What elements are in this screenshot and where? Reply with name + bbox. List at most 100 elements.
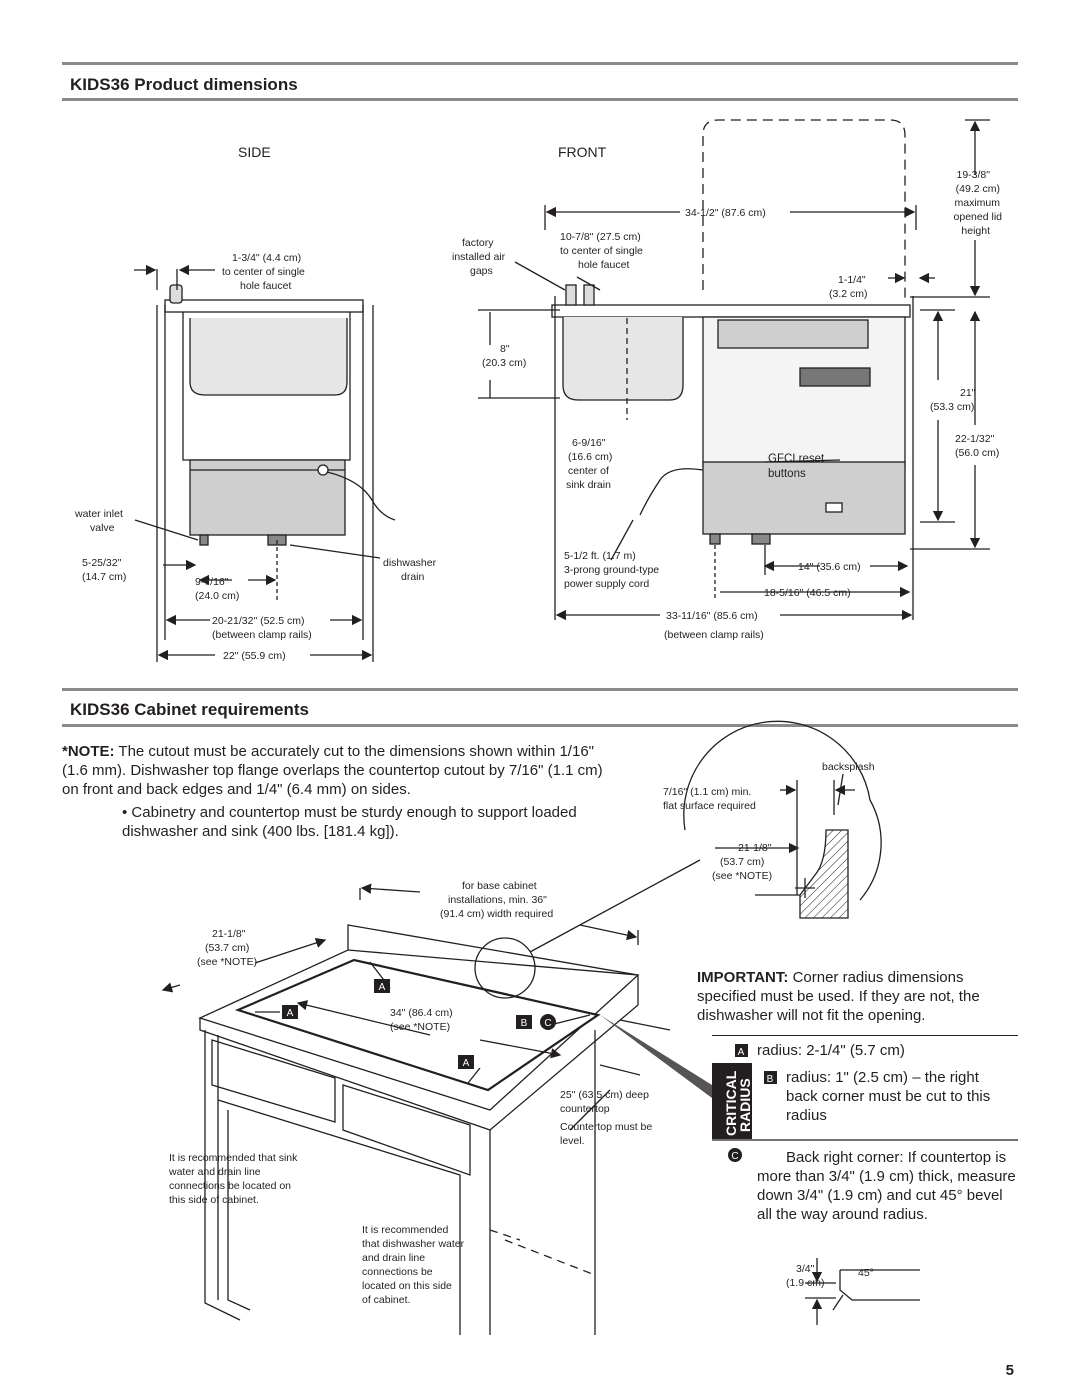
svg-text:water and drain line: water and drain line [168,1166,261,1178]
svg-text:maximum: maximum [954,197,1000,209]
svg-text:connections be: connections be [362,1266,433,1278]
top-rule [62,62,1018,65]
radius-a-text: radius: 2-1/4" (5.7 cm) [757,1042,905,1059]
svg-text:backsplash: backsplash [822,761,875,773]
svg-text:20-21/32" (52.5 cm): 20-21/32" (52.5 cm) [212,615,304,627]
svg-text:that dishwasher water: that dishwasher water [362,1238,465,1250]
svg-text:factory: factory [462,237,494,249]
svg-text:1-1/4": 1-1/4" [838,274,866,286]
svg-text:21": 21" [960,387,976,399]
svg-text:and drain line: and drain line [362,1252,425,1264]
svg-text:of cabinet.: of cabinet. [362,1294,410,1306]
svg-text:(see *NOTE): (see *NOTE) [197,956,257,968]
front-view-drawing [478,119,990,621]
corner-detail-drawing [683,720,882,919]
svg-text:(14.7 cm): (14.7 cm) [82,571,126,583]
svg-text:level.: level. [560,1135,585,1147]
svg-text:(56.0 cm): (56.0 cm) [955,447,999,459]
svg-text:(91.4 cm) width required: (91.4 cm) width required [440,908,553,920]
svg-text:(between clamp rails): (between clamp rails) [664,629,764,641]
svg-text:drain: drain [401,571,425,583]
svg-text:(53.3 cm): (53.3 cm) [930,401,974,413]
svg-text:21-1/8": 21-1/8" [738,842,772,854]
svg-text:8": 8" [500,343,510,355]
svg-text:gaps: gaps [470,265,493,277]
marker-c-key [728,1148,742,1162]
svg-text:21-1/8": 21-1/8" [212,928,246,940]
svg-text:14" (35.6 cm): 14" (35.6 cm) [798,561,861,573]
marker-c [540,1014,556,1030]
svg-text:connections be located on: connections be located on [169,1180,291,1192]
svg-text:SIDE: SIDE [238,144,271,160]
svg-text:water inlet: water inlet [74,508,123,520]
svg-text:A: A [379,982,386,993]
svg-text:height: height [961,225,990,237]
svg-text:center of: center of [568,465,609,477]
diagram-labels: SIDE FRONT 19-3/8" (49.2 cm) maximum ope… [74,144,1002,1306]
svg-text:(24.0 cm): (24.0 cm) [195,590,239,602]
svg-text:It is recommended that sink: It is recommended that sink [169,1152,298,1164]
svg-text:installed air: installed air [452,251,506,263]
svg-text:6-9/16": 6-9/16" [572,437,606,449]
svg-text:3/4": 3/4" [796,1263,815,1275]
svg-text:B: B [521,1018,528,1029]
marker-a1 [282,1005,298,1019]
svg-text:34-1/2" (87.6 cm): 34-1/2" (87.6 cm) [685,207,766,219]
radius-c-text: Back right corner: If countertop is more… [757,1149,1016,1223]
svg-text:FRONT: FRONT [558,144,607,160]
marker-a3 [458,1055,474,1069]
svg-text:this side of cabinet.: this side of cabinet. [169,1194,259,1206]
cabinet-drawing [161,859,712,1335]
critical-label: CRITICAL [723,1070,739,1136]
svg-text:buttons: buttons [768,468,806,480]
svg-text:18-5/16" (46.5 cm): 18-5/16" (46.5 cm) [764,587,851,599]
svg-text:(20.3 cm): (20.3 cm) [482,357,526,369]
svg-text:valve: valve [90,522,115,534]
svg-text:(1.9 cm): (1.9 cm) [786,1277,825,1289]
svg-text:25" (63.5 cm) deep: 25" (63.5 cm) deep [560,1089,649,1101]
svg-text:19-3/8": 19-3/8" [957,169,991,181]
svg-text:located on this side: located on this side [362,1280,452,1292]
marker-a2 [374,979,390,993]
svg-text:3-prong ground-type: 3-prong ground-type [564,564,659,576]
svg-text:22-1/32": 22-1/32" [955,433,995,445]
svg-text:A: A [287,1008,294,1019]
svg-text:C: C [544,1018,551,1029]
svg-text:5-1/2 ft. (1.7 m): 5-1/2 ft. (1.7 m) [564,550,636,562]
rule-section2-bottom [62,724,1018,727]
marker-b [516,1015,532,1029]
svg-text:Countertop must be: Countertop must be [560,1121,652,1133]
svg-text:hole faucet: hole faucet [240,280,291,292]
svg-text:sink drain: sink drain [566,479,611,491]
svg-text:10-7/8" (27.5 cm): 10-7/8" (27.5 cm) [560,231,641,243]
svg-text:hole faucet: hole faucet [578,259,629,271]
svg-text:(53.7 cm): (53.7 cm) [720,856,764,868]
svg-text:power supply cord: power supply cord [564,578,649,590]
svg-text:dishwasher: dishwasher [383,557,437,569]
page-number: 5 [1005,1362,1014,1379]
svg-text:9-7/16": 9-7/16" [195,576,229,588]
svg-text:to center of single: to center of single [560,245,643,257]
svg-text:flat surface required: flat surface required [663,800,756,812]
cutout-note: *NOTE: The cutout must be accurately cut… [62,743,603,798]
radius-label: RADIUS [737,1078,753,1132]
rule-section2-top [62,688,1018,691]
marker-a-key [735,1044,748,1057]
svg-text:opened lid: opened lid [954,211,1003,223]
rule-under-title [62,98,1018,101]
svg-text:5-25/32": 5-25/32" [82,557,122,569]
svg-text:(between clamp rails): (between clamp rails) [212,629,312,641]
svg-text:(3.2 cm): (3.2 cm) [829,288,868,300]
svg-text:A: A [738,1047,745,1058]
svg-text:(49.2 cm): (49.2 cm) [956,183,1000,195]
svg-text:(see *NOTE): (see *NOTE) [712,870,772,882]
svg-text:B: B [767,1074,774,1085]
svg-text:It is recommended: It is recommended [362,1224,449,1236]
svg-text:45°: 45° [858,1267,874,1279]
svg-text:installations, min. 36": installations, min. 36" [448,894,547,906]
bevel-detail-drawing [805,1258,920,1325]
side-view-drawing [134,264,396,662]
svg-text:(see *NOTE): (see *NOTE) [390,1021,450,1033]
marker-b-key [764,1071,777,1084]
svg-text:to center of single: to center of single [222,266,305,278]
